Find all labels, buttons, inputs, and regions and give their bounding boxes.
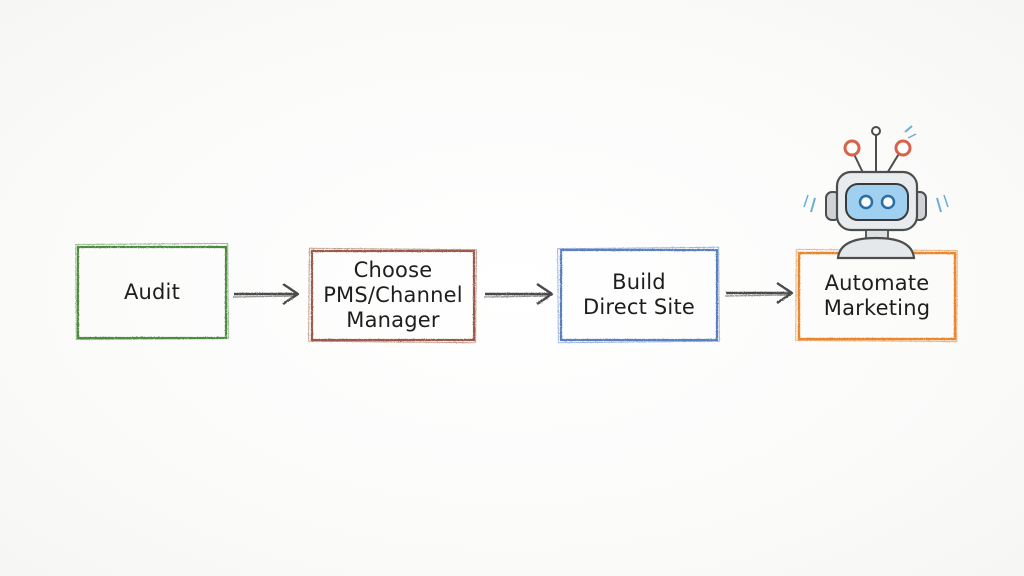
step-box-choose-pms	[308, 247, 477, 344]
step-label-choose-pms: Choose PMS/Channel Manager	[323, 258, 463, 332]
arrow-audit-to-choose	[232, 283, 300, 305]
step-label-automate-marketing: Automate Marketing	[823, 271, 931, 320]
arrow-choose-to-build	[483, 283, 554, 305]
step-box-build-site	[557, 246, 720, 344]
arrow-build-to-automate	[724, 282, 794, 304]
step-box-audit	[75, 242, 229, 341]
robot-icon	[803, 125, 949, 260]
step-label-build-site: Build Direct Site	[582, 270, 696, 319]
step-label-audit: Audit	[123, 280, 181, 304]
